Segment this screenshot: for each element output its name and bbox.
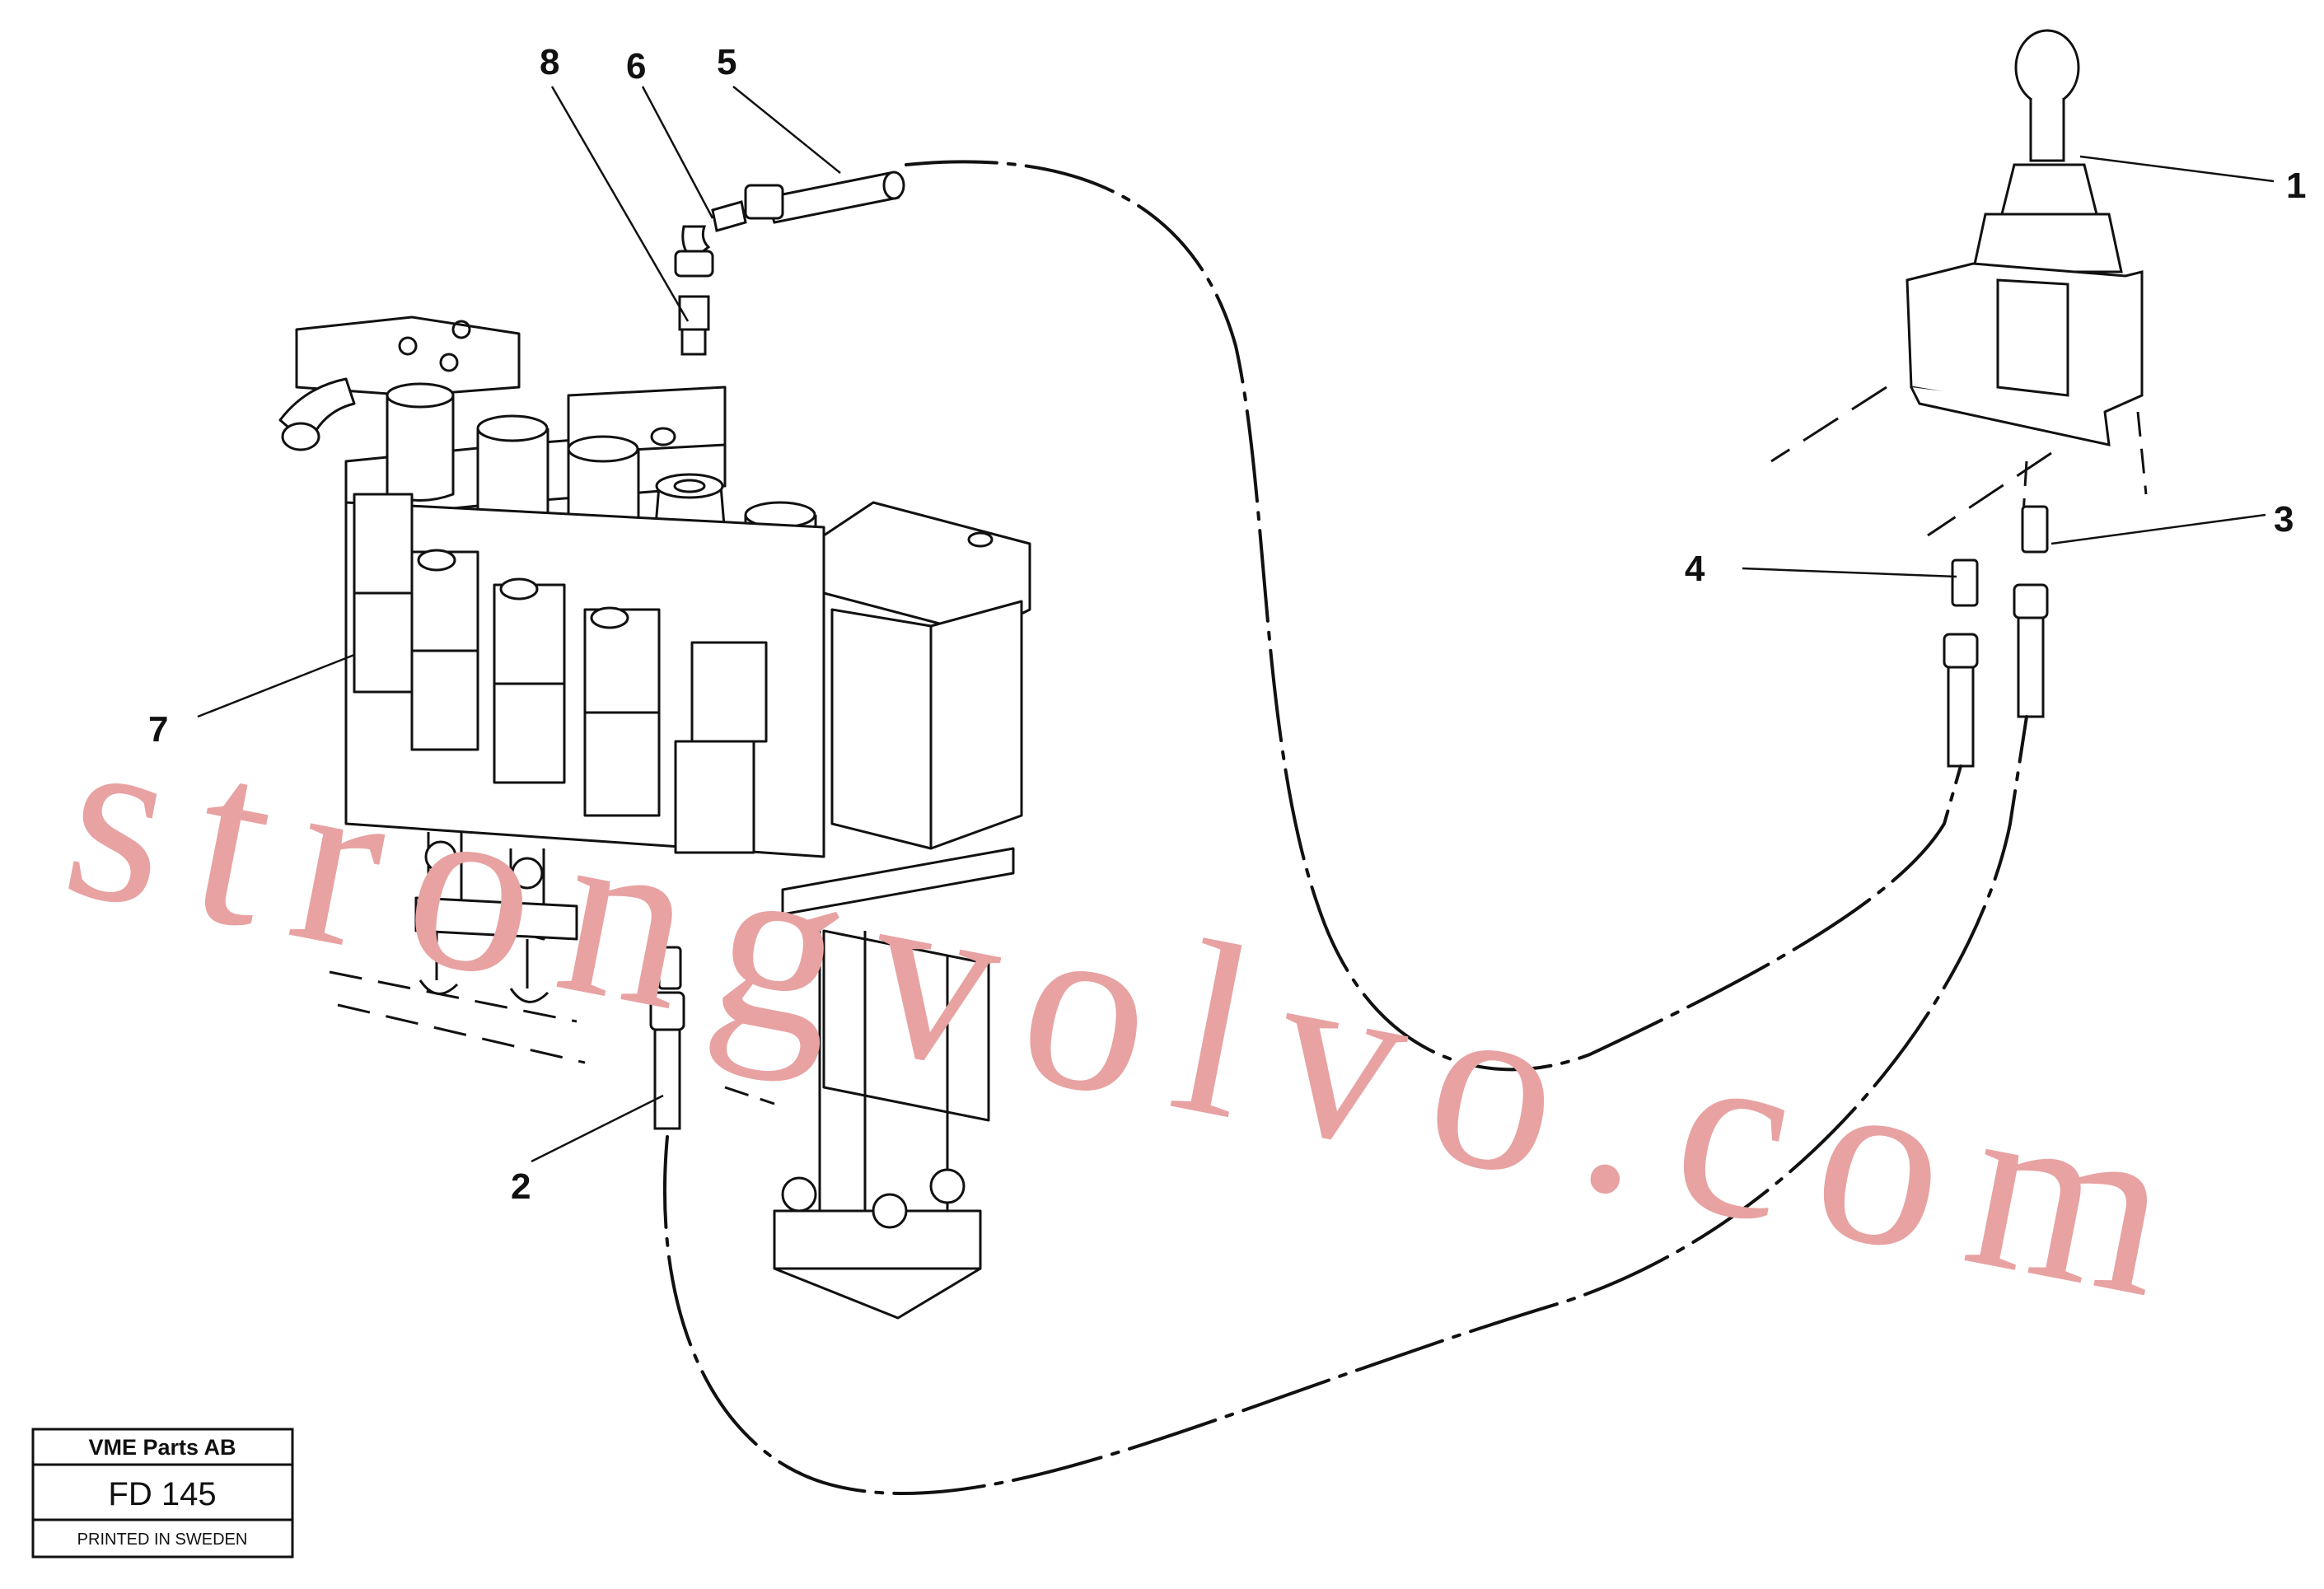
hose-fittings-right (649, 505, 2049, 1130)
solenoid-coils (353, 493, 768, 854)
callout-2: 2 (511, 1166, 531, 1207)
hoses (663, 160, 2028, 1496)
title-block: VME Parts AB FD 145 PRINTED IN SWEDEN (31, 1428, 294, 1559)
title-block-drawing-number: FD 145 (108, 1476, 216, 1512)
callout-6: 6 (626, 46, 646, 86)
control-valve-block (278, 315, 1031, 1320)
callout-leaders (197, 86, 2275, 1163)
callout-5: 5 (717, 42, 736, 82)
title-block-company: VME Parts AB (88, 1435, 236, 1460)
title-block-note: PRINTED IN SWEDEN (77, 1531, 248, 1549)
callout-4: 4 (1685, 549, 1705, 589)
joystick-control-lever (1770, 29, 2148, 537)
callout-7: 7 (148, 709, 168, 750)
callout-3: 3 (2274, 499, 2294, 540)
hose-fittings-top (674, 171, 905, 356)
callout-8: 8 (540, 42, 559, 82)
callout-1: 1 (2286, 166, 2306, 206)
